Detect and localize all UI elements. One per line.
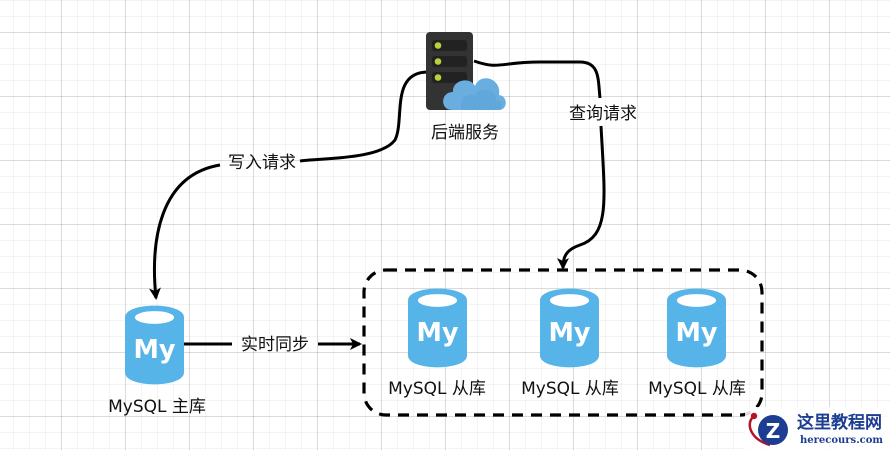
write-request-edge: [299, 70, 429, 163]
read-request-label: 查询请求: [569, 104, 637, 124]
watermark-logo-letter: Z: [766, 419, 781, 443]
watermark-logo-icon: Z: [748, 412, 788, 447]
mysql-slave-label: MySQL 从库: [648, 379, 746, 399]
mysql-slave-label: MySQL 从库: [521, 379, 619, 399]
backend-service-label: 后端服务: [431, 123, 499, 143]
write-request-edge-tail: [149, 163, 221, 300]
mysql-slave-node: MySQL 从库: [648, 288, 746, 399]
cloud-icon: [443, 78, 506, 110]
backend-service-node: 后端服务: [426, 32, 506, 143]
mysql-slave-label: MySQL 从库: [388, 379, 486, 399]
watermark: Z 这里教程网 herecours.com: [745, 407, 890, 450]
mysql-cylinder-icon: [408, 288, 467, 368]
mysql-master-label: MySQL 主库: [108, 397, 206, 417]
write-request-label: 写入请求: [228, 153, 296, 173]
watermark-title: 这里教程网: [797, 412, 882, 433]
mysql-slave-node: MySQL 从库: [388, 288, 486, 399]
read-request-edge: [473, 59, 602, 99]
mysql-cylinder-icon: [540, 288, 599, 368]
mysql-cylinder-icon: [125, 305, 184, 385]
read-request-edge-tail: [557, 125, 606, 270]
mysql-master-node: MySQL 主库: [108, 305, 206, 417]
sync-label: 实时同步: [241, 335, 309, 355]
slave-group-box: [362, 268, 764, 417]
watermark-subtitle: herecours.com: [800, 435, 883, 446]
mysql-slave-node: MySQL 从库: [521, 288, 619, 399]
mysql-cylinder-icon: [667, 288, 726, 368]
